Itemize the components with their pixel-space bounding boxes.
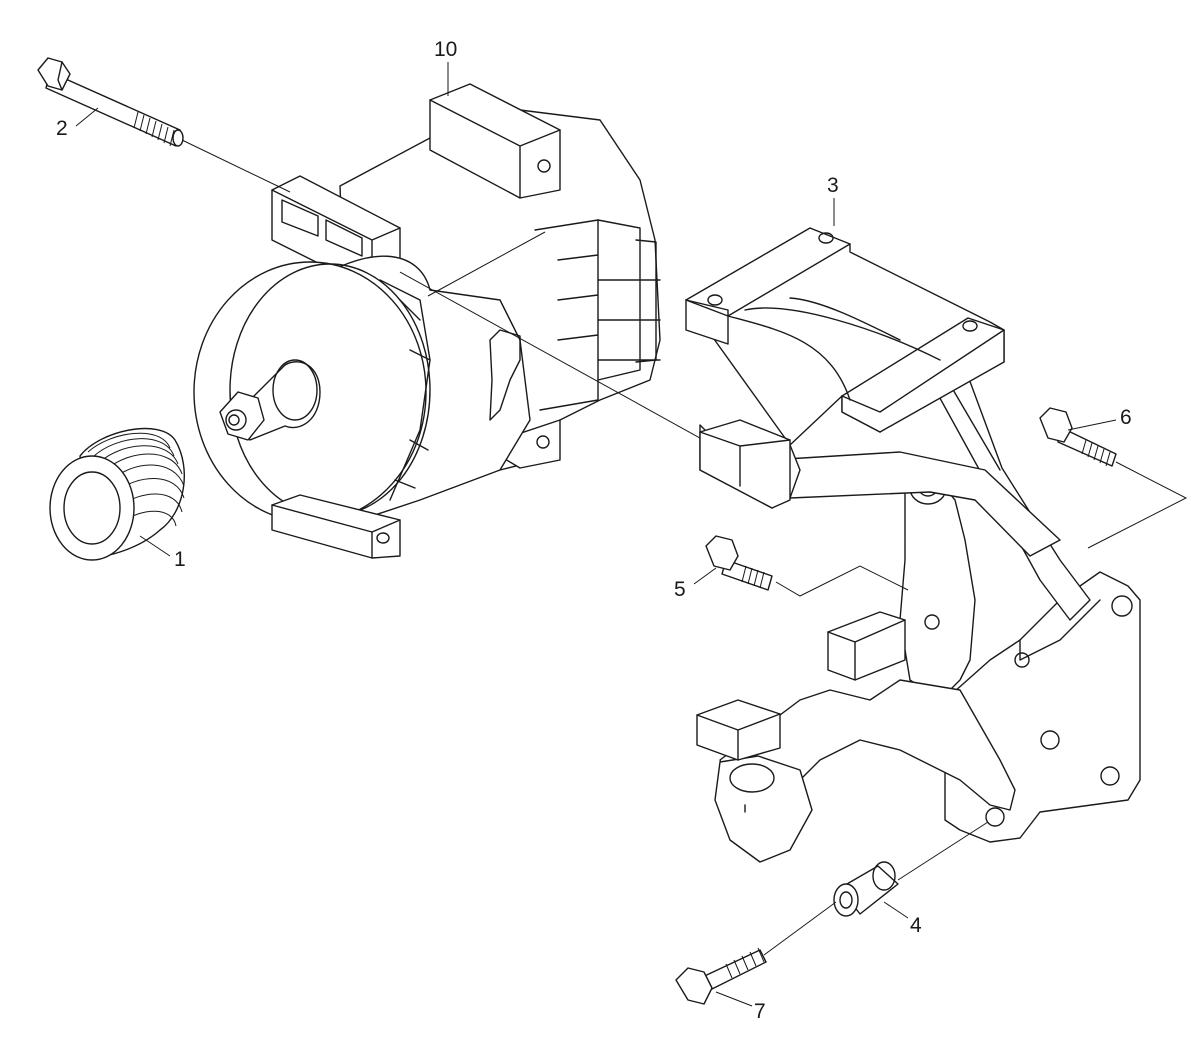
upper-bracket [685,227,1005,509]
pulley [49,427,186,561]
callout-1: 1 [174,548,186,571]
short-bolt-middle [705,535,773,591]
long-bolt [37,57,184,147]
callout-3: 3 [827,174,839,197]
lower-mounting-bracket [696,367,1141,863]
alternator [193,83,661,559]
callout-2: 2 [56,117,68,140]
callout-labels: 1 2 3 4 5 6 7 10 [56,38,1132,1023]
callout-leaders [75,62,1117,1007]
spacer-sleeve [833,861,899,917]
callout-6: 6 [1120,406,1132,429]
short-bolt-right [1039,407,1117,467]
lower-bolt [675,947,767,1005]
callout-5: 5 [674,578,686,601]
assembly-lines [181,139,1188,956]
callout-7: 7 [754,1000,766,1023]
callout-10: 10 [434,38,457,61]
callout-4: 4 [910,914,922,937]
